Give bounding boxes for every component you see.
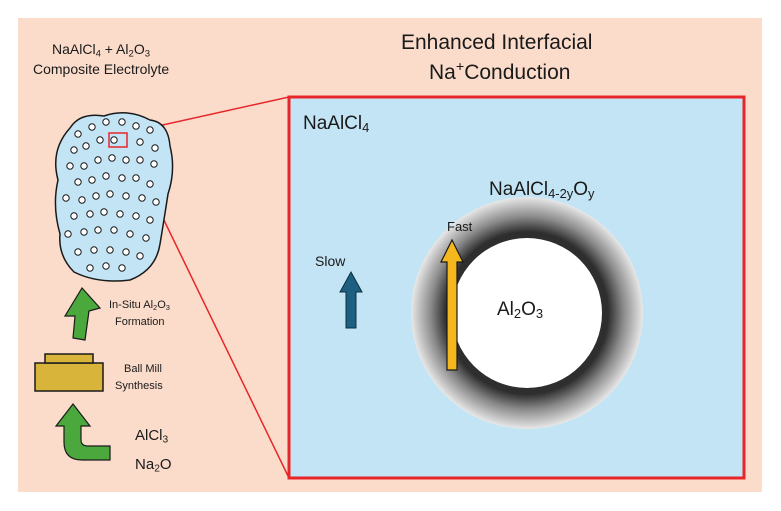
in-situ-label-line2: Formation — [115, 316, 165, 328]
al2o3-nanoparticle — [90, 246, 98, 254]
al2o3-nanoparticle — [142, 234, 150, 242]
al2o3-nanoparticle — [132, 174, 140, 182]
al2o3-nanoparticle — [152, 198, 160, 206]
al2o3-nanoparticle — [116, 210, 124, 218]
na2o-precursor: Na2O — [135, 456, 172, 475]
al2o3-nanoparticle — [66, 162, 74, 170]
al2o3-nanoparticle — [122, 156, 130, 164]
al2o3-nanoparticle — [94, 226, 102, 234]
al2o3-nanoparticle — [110, 136, 118, 144]
al2o3-nanoparticle — [150, 160, 158, 168]
al2o3-nanoparticle — [106, 246, 114, 254]
al2o3-nanoparticle — [74, 178, 82, 186]
al2o3-nanoparticle — [108, 154, 116, 162]
al2o3-nanoparticle — [136, 156, 144, 164]
al2o3-nanoparticles — [62, 118, 160, 272]
composite-name: Composite Electrolyte — [33, 61, 170, 77]
al2o3-nanoparticle — [132, 212, 140, 220]
al2o3-nanoparticle — [106, 190, 114, 198]
al2o3-nanoparticle — [80, 162, 88, 170]
al2o3-nanoparticle — [74, 248, 82, 256]
al2o3-nanoparticle — [118, 118, 126, 126]
al2o3-nanoparticle — [70, 212, 78, 220]
al2o3-nanoparticle — [110, 226, 118, 234]
al2o3-nanoparticle — [64, 230, 72, 238]
al2o3-nanoparticle — [126, 230, 134, 238]
al2o3-nanoparticle — [151, 144, 159, 152]
al2o3-nanoparticle — [92, 192, 100, 200]
fast-arrow-icon — [440, 238, 464, 371]
al2o3-nanoparticle — [86, 264, 94, 272]
slow-arrow-icon — [339, 270, 363, 329]
ball-mill-arrow-icon — [54, 403, 111, 461]
composite-formula: NaAlCl4 + Al2O3 — [52, 41, 150, 60]
al2o3-nanoparticle — [136, 138, 144, 146]
ball-mill-lid-icon — [44, 353, 94, 364]
al2o3-nanoparticle — [102, 118, 110, 126]
shell-label: NaAlCl4-2yOy — [489, 179, 595, 202]
in-situ-label: In-Situ Al2O3 — [109, 299, 170, 312]
al2o3-nanoparticle — [146, 216, 154, 224]
al2o3-nanoparticle — [146, 126, 154, 134]
al2o3-nanoparticle — [138, 194, 146, 202]
al2o3-nanoparticle — [78, 196, 86, 204]
fast-label: Fast — [447, 219, 473, 234]
al2o3-nanoparticle — [122, 192, 130, 200]
core-label: Al2O3 — [497, 299, 544, 322]
al2o3-nanoparticle — [88, 123, 96, 131]
al2o3-nanoparticle — [62, 194, 70, 202]
al2o3-nanoparticle — [86, 210, 94, 218]
al2o3-nanoparticle — [88, 176, 96, 184]
al2o3-nanoparticle — [102, 172, 110, 180]
al2o3-nanoparticle — [102, 262, 110, 270]
al2o3-nanoparticle — [118, 264, 126, 272]
ball-mill-label-line2: Synthesis — [115, 380, 163, 392]
al2o3-nanoparticle — [122, 248, 130, 256]
al2o3-nanoparticle — [96, 136, 104, 144]
al2o3-nanoparticle — [132, 122, 140, 130]
al2o3-nanoparticle — [94, 156, 102, 164]
in-situ-arrow-icon — [63, 286, 102, 341]
al2o3-core — [452, 238, 602, 388]
al2o3-nanoparticle — [118, 174, 126, 182]
inset-title-line2: Na+Conduction — [429, 59, 571, 84]
al2o3-nanoparticle — [82, 142, 90, 150]
inset-title: Enhanced Interfacial — [401, 31, 593, 54]
matrix-label: NaAlCl4 — [303, 113, 370, 136]
al2o3-nanoparticle — [100, 208, 108, 216]
al2o3-nanoparticle — [74, 130, 82, 138]
ball-mill-icon — [34, 362, 104, 392]
zoom-region-box — [108, 132, 128, 148]
al2o3-nanoparticle — [70, 146, 78, 154]
alcl3-precursor: AlCl3 — [135, 427, 169, 446]
al2o3-nanoparticle — [146, 180, 154, 188]
al2o3-nanoparticle — [136, 252, 144, 260]
ball-mill-label: Ball Mill — [124, 363, 162, 375]
al2o3-nanoparticle — [80, 228, 88, 236]
slow-label: Slow — [315, 253, 346, 269]
